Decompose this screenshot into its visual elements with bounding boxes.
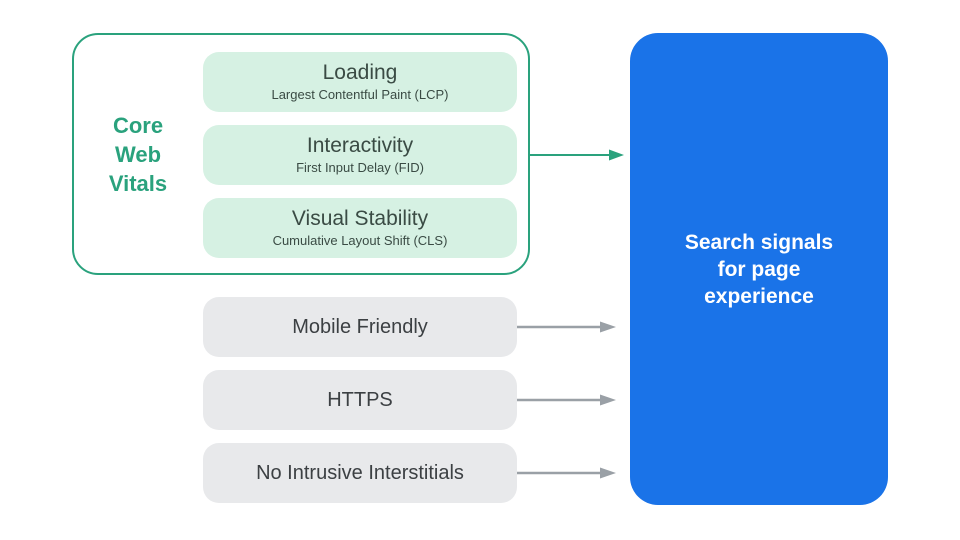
arrow-core-web-vitals bbox=[530, 149, 624, 161]
arrow-head-icon bbox=[600, 467, 616, 479]
signal-pill-https: HTTPS bbox=[203, 370, 517, 430]
signal-pill-no-intrusive-interstitials: No Intrusive Interstitials bbox=[203, 443, 517, 503]
arrow-no-intrusive-interstitials bbox=[517, 467, 616, 479]
vital-pill-loading: Loading Largest Contentful Paint (LCP) bbox=[203, 52, 517, 112]
signal-label-mobile-friendly: Mobile Friendly bbox=[292, 316, 428, 338]
signal-pill-mobile-friendly: Mobile Friendly bbox=[203, 297, 517, 357]
vital-pill-interactivity: Interactivity First Input Delay (FID) bbox=[203, 125, 517, 185]
vital-subtitle-fid: First Input Delay (FID) bbox=[296, 160, 424, 175]
vital-subtitle-lcp: Largest Contentful Paint (LCP) bbox=[271, 87, 449, 102]
search-signals-box: Search signals for page experience bbox=[630, 33, 888, 505]
arrow-mobile-friendly bbox=[517, 321, 616, 333]
vital-subtitle-cls: Cumulative Layout Shift (CLS) bbox=[272, 233, 448, 248]
vital-title-visual-stability: Visual Stability bbox=[291, 207, 429, 230]
vital-pill-visual-stability: Visual Stability Cumulative Layout Shift… bbox=[203, 198, 517, 258]
core-web-vitals-group bbox=[72, 33, 530, 275]
arrow-head-icon bbox=[600, 394, 616, 406]
signal-label-no-intrusive-interstitials: No Intrusive Interstitials bbox=[256, 462, 464, 484]
vital-title-loading: Loading bbox=[322, 61, 398, 84]
signal-label-https: HTTPS bbox=[327, 389, 393, 411]
core-web-vitals-label: Core Web Vitals bbox=[108, 112, 168, 196]
vital-title-interactivity: Interactivity bbox=[306, 134, 414, 157]
search-signals-label: Search signals for page experience bbox=[684, 230, 834, 308]
arrow-head-icon bbox=[600, 321, 616, 333]
arrow-head-icon bbox=[609, 149, 624, 161]
arrow-https bbox=[517, 394, 616, 406]
